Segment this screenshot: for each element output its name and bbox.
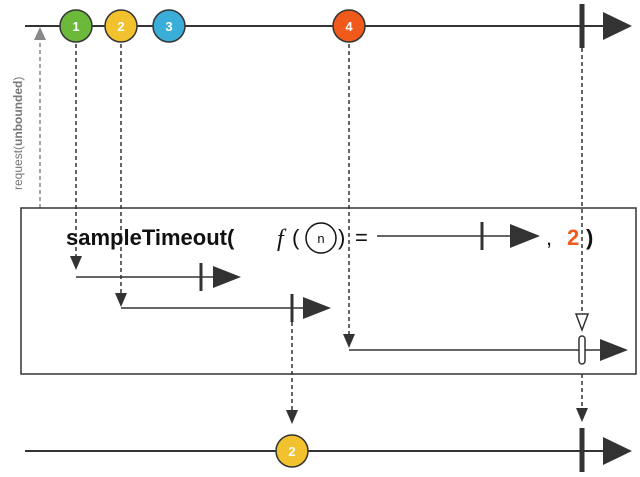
- request-label-suffix: ): [11, 77, 25, 81]
- output-marble-2: 2: [275, 434, 309, 468]
- source-marble-4-label: 4: [345, 19, 353, 34]
- request-label-prefix: request(: [11, 146, 25, 190]
- source-marble-3-label: 3: [165, 19, 172, 34]
- output-timeline: [25, 428, 632, 472]
- timeout-2-arrowhead: [303, 297, 331, 319]
- timeout-1-arrowhead: [213, 266, 241, 288]
- dash-marble-2-head: [115, 293, 127, 307]
- source-marble-4: 4: [332, 9, 366, 43]
- source-marble-1-circle: [59, 9, 93, 43]
- request-arrowhead: [34, 27, 46, 40]
- operator-count: 2: [567, 225, 579, 250]
- timeout-4-cancel-bar: [578, 335, 586, 365]
- operator-final-paren: ): [586, 225, 593, 250]
- output-dash-2-head: [286, 410, 298, 424]
- operator-comma: ,: [546, 225, 552, 250]
- dashed-connectors: [70, 44, 590, 348]
- operator-equals: =: [355, 225, 368, 250]
- output-connectors: [286, 322, 588, 424]
- operator-close-paren: ): [338, 225, 345, 250]
- request-label-bold: unbounded: [11, 81, 25, 146]
- source-arrowhead: [603, 12, 632, 40]
- operator-box: [20, 207, 637, 375]
- source-marble-4-circle: [332, 9, 366, 43]
- source-marble-3: 3: [152, 9, 186, 43]
- timeout-timeline-1: [76, 263, 241, 291]
- request-arrow: [34, 27, 46, 208]
- param-marble-label: n: [317, 231, 324, 246]
- request-label: request(unbounded): [11, 77, 25, 190]
- dash-marble-4-head: [343, 334, 355, 348]
- source-marble-2-label: 2: [117, 19, 124, 34]
- output-marble-2-label: 2: [288, 444, 295, 459]
- source-marble-3-circle: [152, 9, 186, 43]
- operator-f: f: [277, 226, 287, 252]
- source-marble-1-label: 1: [72, 19, 79, 34]
- operator-open-paren: (: [292, 225, 300, 250]
- operator-label: sampleTimeout( f ( n ) = , 2 ): [66, 222, 593, 254]
- param-timeline-arrowhead: [510, 224, 540, 248]
- timeout-4-arrowhead: [600, 339, 628, 361]
- source-marble-1: 1: [59, 9, 93, 43]
- timeout-timeline-2: [121, 294, 331, 322]
- output-marble-2-circle: [275, 434, 309, 468]
- output-arrowhead: [603, 437, 632, 465]
- dash-completion-head: [574, 313, 590, 333]
- source-marble-2: 2: [104, 9, 138, 43]
- param-marble: [305, 222, 337, 254]
- output-dash-completion-head: [576, 408, 588, 422]
- source-marble-2-circle: [104, 9, 138, 43]
- timeout-timeline-4: [349, 335, 628, 365]
- dash-marble-1-head: [70, 256, 82, 270]
- operator-name: sampleTimeout(: [66, 225, 235, 250]
